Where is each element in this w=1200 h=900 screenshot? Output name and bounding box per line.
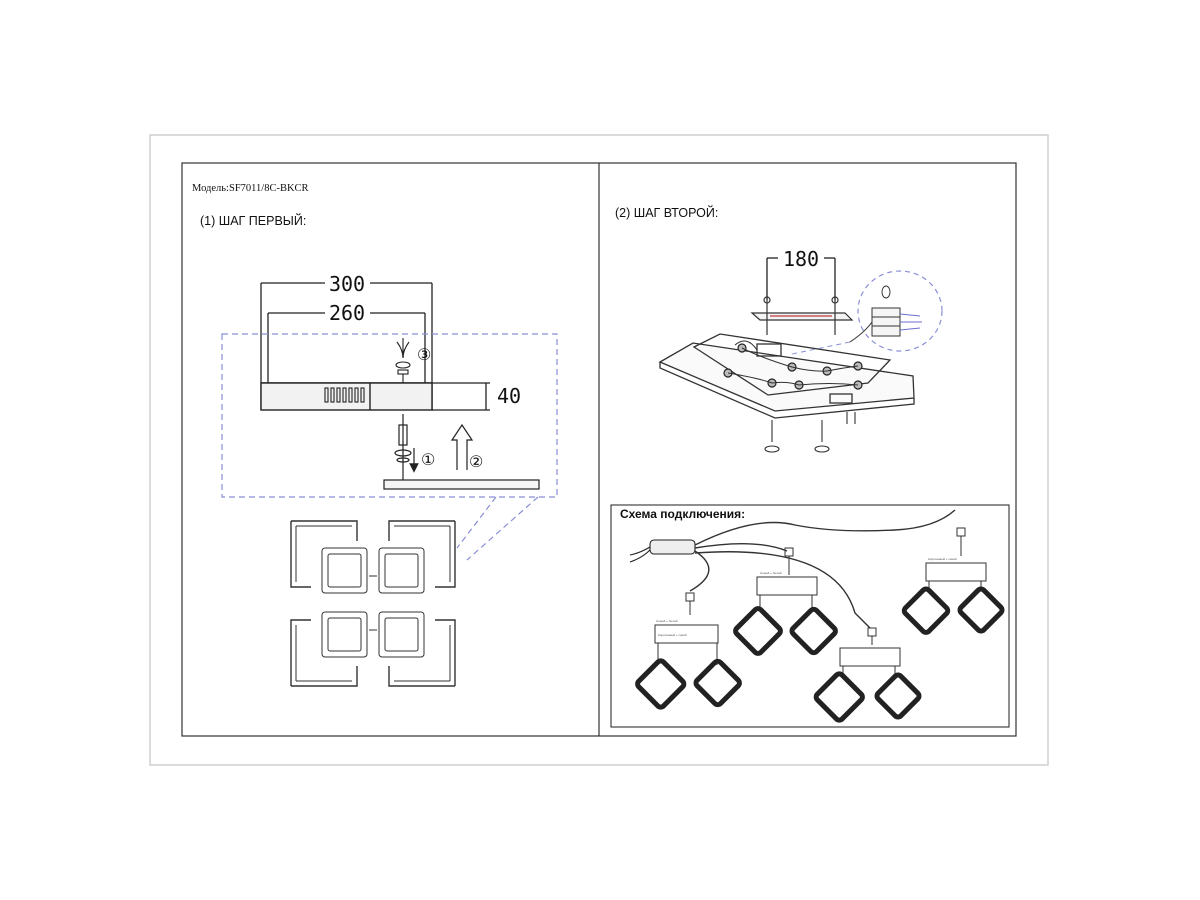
wire-label-1: Серый + белый [656,619,678,623]
lamp-2b [789,606,838,656]
dimension-260 [267,312,426,383]
bottom-screws [764,412,856,453]
lamp-3b [874,672,922,720]
callout-2: ② [469,454,483,471]
model-label: Модель:SF7011/8C-BKCR [192,183,309,194]
push-up-arrow [450,423,474,470]
main-cables [689,509,956,629]
step1-title: (1) ШАГ ПЕРВЫЙ: [200,213,306,228]
lamp-2a [733,606,783,656]
wiring-group-1 [654,592,719,665]
wiring-title: Схема подключения: [620,507,745,521]
lamp-4b [957,586,1005,634]
led-driver [629,539,696,563]
vent-slots [324,387,365,403]
mounting-screw [394,414,419,480]
dimension-180 [766,257,836,300]
lamp-3a [813,671,865,723]
ceiling-plate [383,479,540,490]
lamp-1b [693,658,742,708]
zoom-leader [456,496,539,561]
dim-180-label: 180 [783,247,819,271]
callout-3: ③ [417,347,431,364]
fixture-top-view [290,520,456,687]
mounting-bracket [750,295,854,335]
callout-1: ① [421,452,435,469]
zoom-box [221,333,558,498]
connector-detail [791,270,943,355]
wiring-group-3 [839,627,901,677]
wire-connector-icon [395,338,411,383]
wire-label-2: Коричневый + синий [658,633,687,637]
dimension-40 [432,382,490,411]
wire-label-3: Серый + белый [760,571,782,575]
wire-label-4: Коричневый + синий [928,557,957,561]
lamp-1a [635,658,687,710]
dim-260-label: 260 [329,301,365,325]
step2-title: (2) ШАГ ВТОРОЙ: [615,205,718,220]
internal-wiring [727,340,859,386]
outer-frame [149,134,1049,766]
base-plate [658,333,915,419]
lamp-4a [901,586,951,635]
dim-40-label: 40 [497,384,521,408]
wiring-panel [610,504,1010,728]
dim-300-label: 300 [329,272,365,296]
